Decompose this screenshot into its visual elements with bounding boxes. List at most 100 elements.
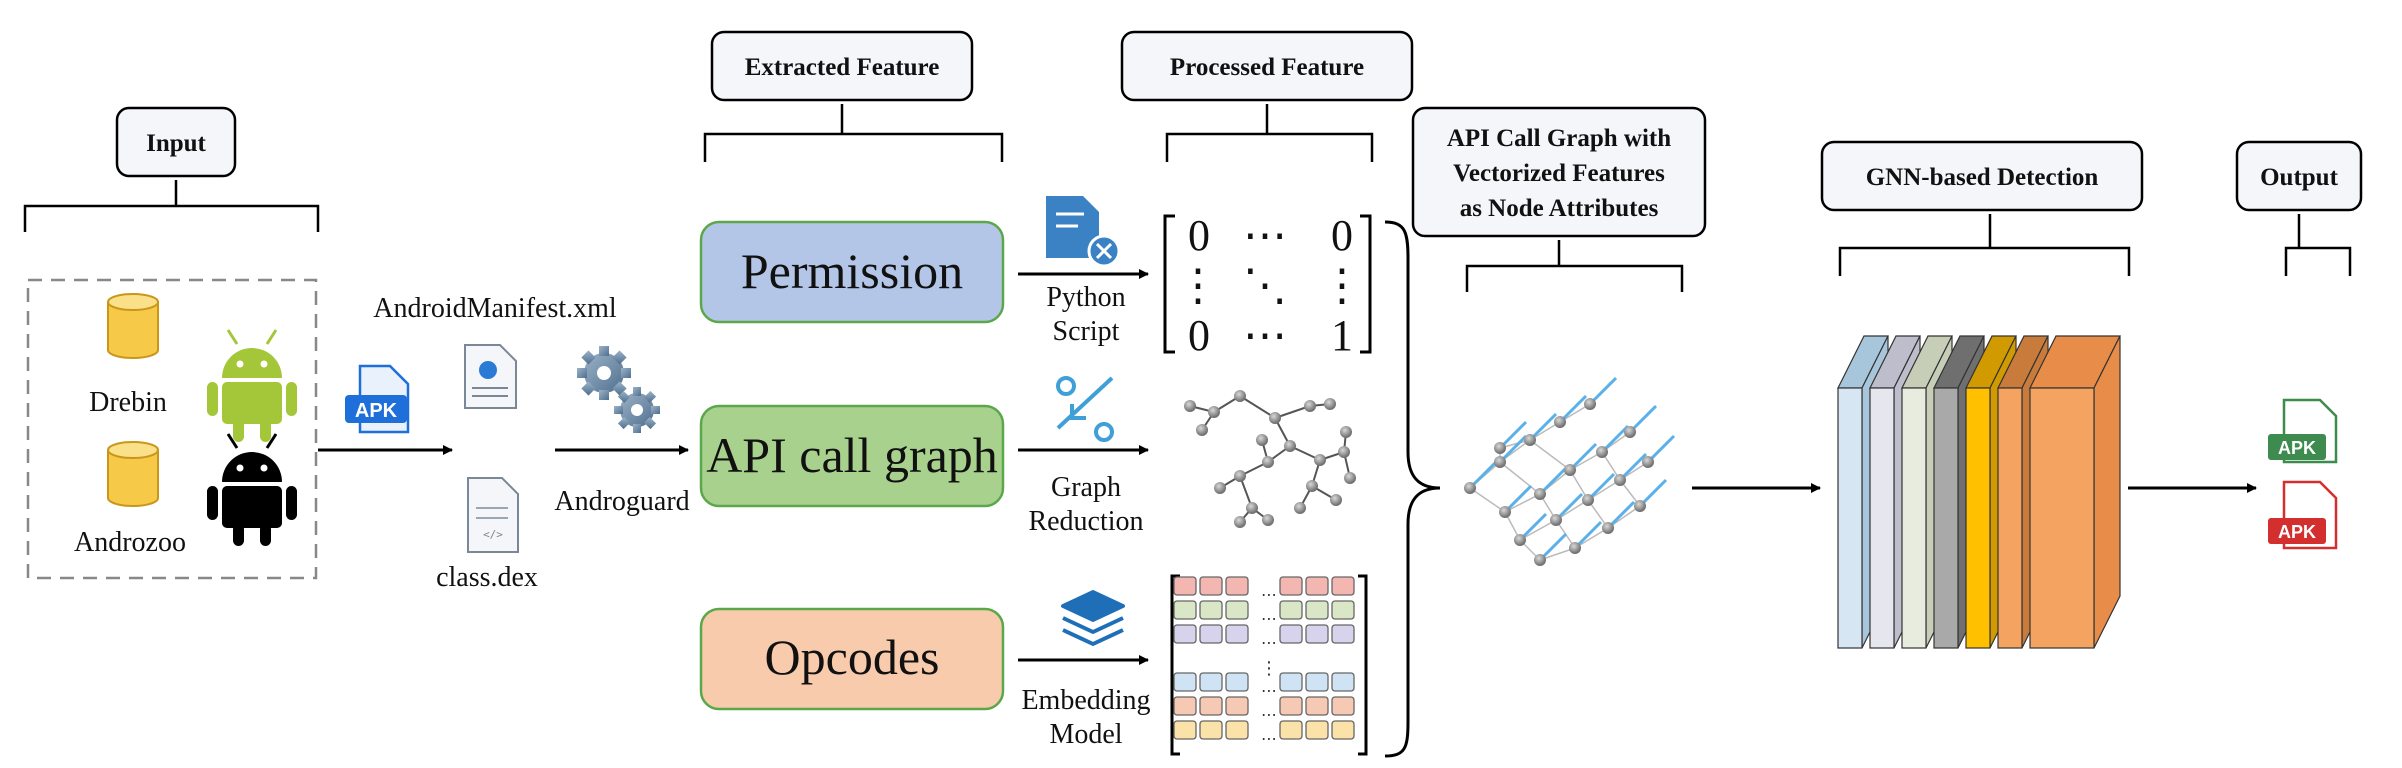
gnn-layer <box>1933 387 1959 649</box>
androguard-label: Androguard <box>554 486 689 517</box>
feature-opcodes: Opcodes <box>699 607 1005 711</box>
header-processed: Processed Feature <box>1120 30 1414 162</box>
embedding-cell <box>1173 672 1197 692</box>
feature-vector <box>1606 500 1636 530</box>
graph-edge <box>1529 439 1571 471</box>
header-output: Output <box>2235 140 2363 276</box>
gnn-brace <box>1838 214 2131 276</box>
graph-node <box>1602 522 1614 534</box>
graph-node <box>1494 442 1506 454</box>
python-label-1: Python <box>1046 282 1125 313</box>
malware-apk-icon: APK <box>2268 480 2338 550</box>
embedding-cell <box>1331 672 1355 692</box>
feature-vector <box>1468 460 1498 490</box>
graph-node <box>1514 534 1526 546</box>
embedding-cell <box>1199 720 1223 740</box>
svg-text:⋯: ⋯ <box>1261 705 1277 724</box>
gears-icon <box>577 346 660 433</box>
feature-vector <box>1573 520 1603 550</box>
embedding-cell <box>1331 600 1355 620</box>
embedding-cell <box>1225 576 1249 596</box>
benign-apk-icon: APK <box>2268 398 2338 464</box>
graph-node <box>1634 500 1646 512</box>
feature-vector <box>1518 512 1548 542</box>
embedding-cell <box>1173 624 1197 644</box>
embedding-cell <box>1225 720 1249 740</box>
matrix-r1c2: ⋯ <box>1243 211 1287 260</box>
feature-vector <box>1558 394 1588 424</box>
feature-vector <box>1528 412 1558 442</box>
extracted-brace <box>703 104 1004 162</box>
graph-label-2: Reduction <box>1028 506 1143 537</box>
header-gnn-label: GNN-based Detection <box>1866 164 2099 191</box>
embedding-cell <box>1305 696 1329 716</box>
output-brace <box>2284 214 2352 276</box>
permission-matrix: 0 ⋯ 0 ⋮ ⋱ ⋮ 0 ⋯ 1 <box>1163 211 1372 360</box>
embedding-cell <box>1305 600 1329 620</box>
embedding-cell <box>1331 696 1355 716</box>
embedding-cell <box>1279 720 1303 740</box>
matrix-r2c3: ⋮ <box>1320 261 1364 310</box>
graph-node <box>1534 554 1546 566</box>
feature-vector <box>1503 484 1533 514</box>
feature-vector <box>1638 478 1668 508</box>
embedding-label-1: Embedding <box>1021 685 1150 716</box>
embedding-cell <box>1305 720 1329 740</box>
dex-label: class.dex <box>436 562 538 593</box>
header-processed-label: Processed Feature <box>1170 54 1364 81</box>
feature-vector <box>1618 452 1648 482</box>
header-input: Input <box>23 106 320 232</box>
processed-brace <box>1165 104 1374 162</box>
matrix-r3c3: 1 <box>1331 311 1353 360</box>
header-output-label: Output <box>2260 164 2338 191</box>
graph-node <box>1499 506 1511 518</box>
embedding-cell <box>1199 576 1223 596</box>
apk-file-icon: APK <box>345 364 410 434</box>
embedding-cell <box>1199 696 1223 716</box>
embedding-cell <box>1279 576 1303 596</box>
android-green-icon <box>207 329 297 442</box>
header-extracted: Extracted Feature <box>703 30 1004 162</box>
dex-file-icon: </> <box>467 477 519 553</box>
gnn-output-layer-side <box>2093 335 2121 649</box>
svg-text:⋮: ⋮ <box>1260 658 1278 679</box>
graph-node <box>1464 482 1476 494</box>
graph-node <box>1554 416 1566 428</box>
embedding-cell <box>1305 624 1329 644</box>
graph-edge <box>1499 461 1541 495</box>
graph-node <box>1624 426 1636 438</box>
embedding-cell <box>1225 672 1249 692</box>
embedding-cell <box>1331 624 1355 644</box>
graph-label-1: Graph <box>1051 472 1121 503</box>
embedding-cell <box>1305 576 1329 596</box>
header-extracted-label: Extracted Feature <box>745 54 940 81</box>
graph-node <box>1642 456 1654 468</box>
graph-edge <box>1574 527 1609 549</box>
embedding-cell <box>1331 720 1355 740</box>
vectorized-api-graph <box>1464 376 1676 566</box>
feature-permission-label: Permission <box>741 243 963 299</box>
embedding-cell <box>1279 696 1303 716</box>
android-black-icon <box>207 433 297 546</box>
graph-node <box>1550 514 1562 526</box>
embedding-cell <box>1279 672 1303 692</box>
feature-vector <box>1498 434 1528 464</box>
header-gnn: GNN-based Detection <box>1820 140 2144 276</box>
gnn-layer <box>1837 387 1863 649</box>
python-label-2: Script <box>1053 316 1120 347</box>
feature-opcodes-label: Opcodes <box>765 629 940 685</box>
embedding-cell <box>1199 624 1223 644</box>
database-icon <box>107 293 159 359</box>
apk-badge-label: APK <box>355 400 398 422</box>
dataset-androzoo: Androzoo <box>74 527 186 558</box>
svg-text:⋯: ⋯ <box>1261 633 1277 652</box>
embedding-cell <box>1199 672 1223 692</box>
embedding-cell <box>1173 600 1197 620</box>
feature-vector <box>1568 442 1598 472</box>
feature-vector <box>1538 532 1568 562</box>
gnn-layer <box>1997 387 2023 649</box>
feature-vector <box>1538 466 1568 496</box>
header-api-graph-line1: API Call Graph with <box>1447 125 1671 152</box>
svg-text:⋯: ⋯ <box>1261 729 1277 748</box>
gnn-layers <box>1837 335 2121 649</box>
